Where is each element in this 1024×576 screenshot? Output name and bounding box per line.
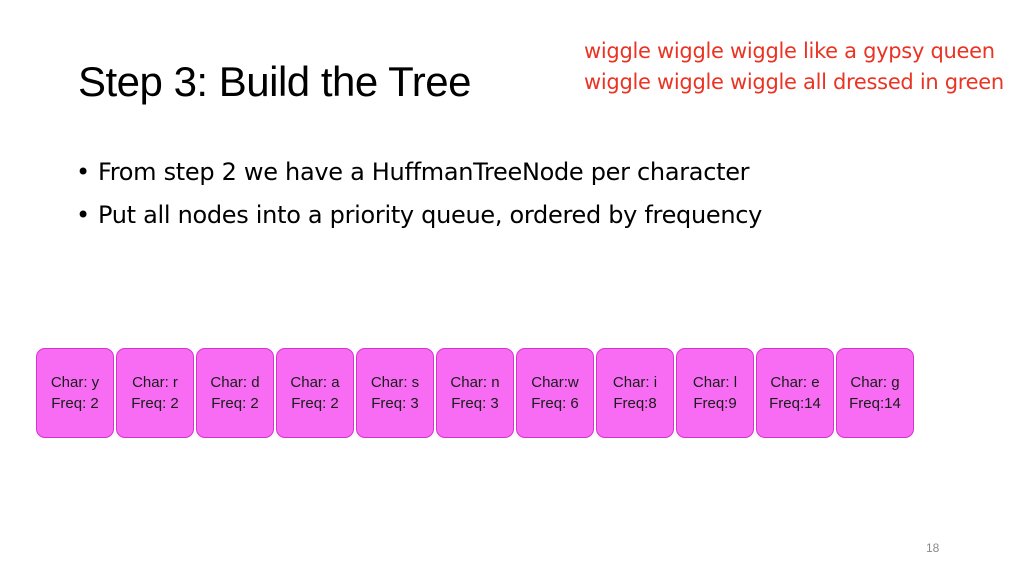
node-char: Char:w [531,374,579,391]
node-freq: Freq: 6 [531,395,579,412]
tree-node-i: Char: i Freq:8 [596,348,674,438]
node-char: Char: g [850,374,900,391]
node-char: Char: d [210,374,260,391]
tree-node-y: Char: y Freq: 2 [36,348,114,438]
node-char: Char: n [450,374,500,391]
tree-node-w: Char:w Freq: 6 [516,348,594,438]
tree-node-d: Char: d Freq: 2 [196,348,274,438]
tree-node-l: Char: l Freq:9 [676,348,754,438]
node-char: Char: i [612,374,658,391]
node-char: Char: y [50,374,100,391]
node-char: Char: r [132,374,178,391]
bullet-item: Put all nodes into a priority queue, ord… [76,195,762,238]
node-freq: Freq:9 [693,395,737,412]
annotation-line: wiggle wiggle wiggle all dressed in gree… [584,70,1004,94]
tree-node-e: Char: e Freq:14 [756,348,834,438]
tree-node-n: Char: n Freq: 3 [436,348,514,438]
node-freq: Freq:14 [849,395,901,412]
node-freq: Freq: 3 [451,395,499,412]
tree-node-s: Char: s Freq: 3 [356,348,434,438]
tree-node-r: Char: r Freq: 2 [116,348,194,438]
bullet-item: From step 2 we have a HuffmanTreeNode pe… [76,152,762,195]
node-freq: Freq:14 [769,395,821,412]
page-number: 18 [926,541,940,555]
node-freq: Freq: 2 [211,395,259,412]
tree-node-a: Char: a Freq: 2 [276,348,354,438]
node-freq: Freq: 2 [131,395,179,412]
node-char: Char: s [370,374,420,391]
node-char: Char: e [770,374,820,391]
node-freq: Freq: 2 [291,395,339,412]
tree-node-g: Char: g Freq:14 [836,348,914,438]
node-char: Char: a [290,374,340,391]
slide-title: Step 3: Build the Tree [78,58,471,105]
node-freq: Freq: 2 [51,395,99,412]
priority-queue-nodes: Char: y Freq: 2 Char: r Freq: 2 Char: d … [36,348,916,440]
node-freq: Freq: 3 [371,395,419,412]
node-freq: Freq:8 [613,395,657,412]
bullet-list: From step 2 we have a HuffmanTreeNode pe… [76,152,762,238]
node-char: Char: l [692,374,738,391]
annotation-text: wiggle wiggle wiggle like a gypsy queen … [584,36,1004,98]
annotation-line: wiggle wiggle wiggle like a gypsy queen [584,39,995,63]
